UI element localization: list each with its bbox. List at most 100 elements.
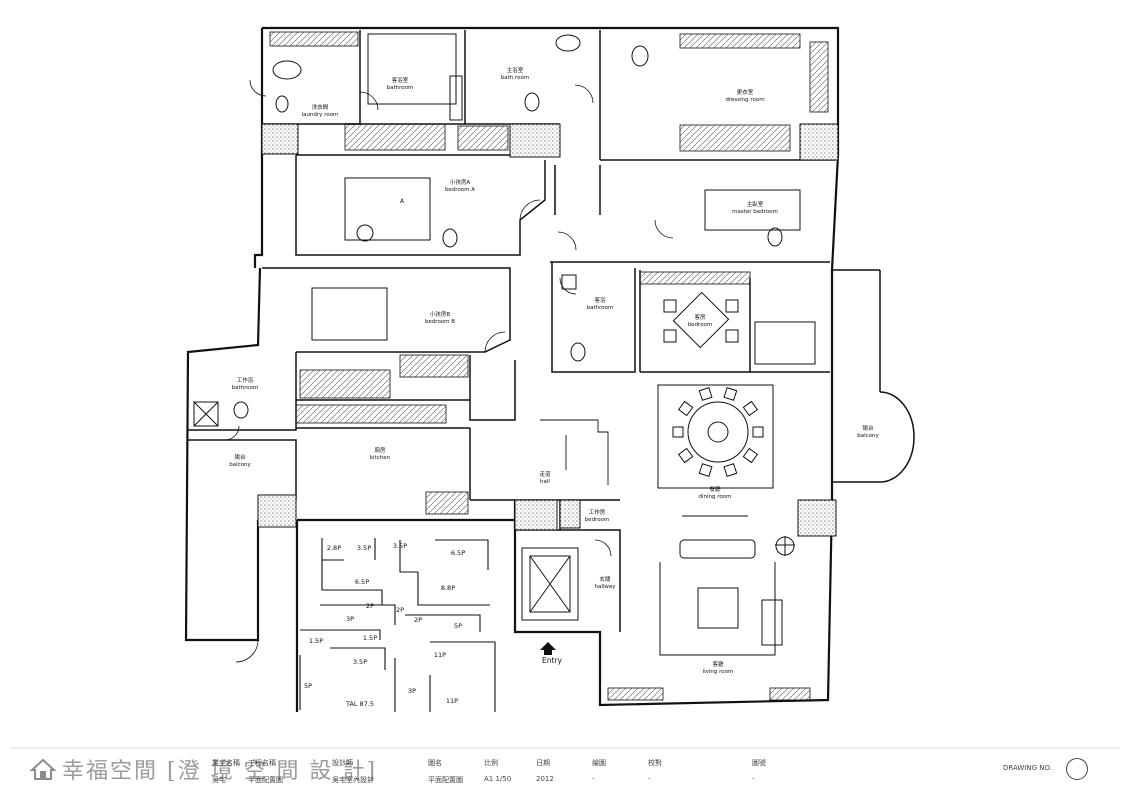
room-label-cn-kitchen: 廚房 xyxy=(374,446,386,454)
room-label-worker-bedroom: bedroom xyxy=(585,517,610,523)
area-cell: 5P xyxy=(304,682,312,690)
title-block-cell: 圖號 - xyxy=(752,758,766,783)
room-label-bedroom-a: bedroom A xyxy=(445,187,475,193)
area-cell: 3.5P xyxy=(357,544,371,552)
room-label-bedroom-c: bedroom xyxy=(688,322,713,328)
dining-chair xyxy=(677,447,694,464)
room-label-cn-dressing-room: 更衣室 xyxy=(737,88,754,96)
hall-partitions xyxy=(540,419,609,485)
title-block-label: 圖號 xyxy=(752,759,766,767)
room-label-cn-dining-room: 餐廳 xyxy=(709,485,721,493)
room-label-bathroom-4: bathroom xyxy=(232,385,259,391)
title-block-cell: 工程名稱平面配置圖 xyxy=(248,758,283,785)
beds xyxy=(311,33,816,365)
title-block-value: - xyxy=(752,775,755,783)
room-label-bedroom-b: bedroom B xyxy=(425,319,455,325)
title-block-label: 圖名 xyxy=(428,759,442,767)
room-label-kitchen: kitchen xyxy=(370,455,391,461)
wall-hatching xyxy=(257,123,839,537)
dining-chair xyxy=(742,400,759,417)
title-block-value: 吳宅室內設計 xyxy=(332,776,374,784)
area-cell: 5P xyxy=(454,622,462,630)
dining-table xyxy=(657,384,774,489)
doors xyxy=(224,79,674,663)
room-label-cn-hall: 走道 xyxy=(539,470,551,478)
area-cell: 6.5P xyxy=(451,549,465,557)
room-label-cn-worker-bedroom: 工作房 xyxy=(589,508,606,516)
room-label-cn-hallway: 玄關 xyxy=(599,575,611,583)
living-room-furniture xyxy=(659,515,795,656)
room-label-living-room: living room xyxy=(703,669,734,675)
area-cell: 2P xyxy=(414,616,422,624)
room-label-cn-bathroom-4: 工作浴 xyxy=(237,376,254,384)
bedroom-table xyxy=(663,291,739,349)
hallway-cabinet xyxy=(521,547,579,621)
room-label-cn-master-bedroom: 主臥室 xyxy=(747,200,764,208)
room-label-balcony-right: balcony xyxy=(857,433,879,439)
title-block-cell: 繪圖 - xyxy=(592,758,606,783)
title-block-cell: 校對 - xyxy=(648,758,662,783)
room-label-laundry-room: laundry room xyxy=(302,112,339,118)
title-block-value: - xyxy=(648,775,651,783)
area-cell: 1.5P xyxy=(363,634,377,642)
title-block-label: 比例 xyxy=(484,759,498,767)
right-balcony xyxy=(832,269,915,483)
room-label-cn-bedroom-a: 小孩房A xyxy=(450,178,471,186)
dining-chair xyxy=(752,426,764,438)
room-label-balcony-left: balcony xyxy=(229,462,251,468)
room-label-hallway: hallway xyxy=(594,584,616,590)
title-block-value: A1 1/50 xyxy=(484,775,512,783)
dining-chair xyxy=(672,426,684,438)
title-block-value: 吳宅 xyxy=(212,776,226,784)
area-cell: 2P xyxy=(396,606,404,614)
room-label-cn-laundry-room: 洗衣間 xyxy=(312,103,329,111)
bed-label-a: A xyxy=(400,198,405,205)
dining-chair xyxy=(742,447,759,464)
title-block-value: - xyxy=(592,775,595,783)
area-cell: 11P xyxy=(446,697,458,705)
area-table-grid xyxy=(299,538,496,712)
room-label-bathroom-1: bathroom xyxy=(387,85,414,91)
area-cell: 2.8P xyxy=(327,544,341,552)
room-label-dressing-room: dressing room xyxy=(725,97,764,103)
room-label-cn-bedroom-b: 小孩房B xyxy=(430,310,451,318)
sheet-number-circle xyxy=(1066,758,1088,780)
area-cell: 6.5P xyxy=(355,578,369,586)
area-cell: 8.8P xyxy=(441,584,455,592)
room-label-bathroom-2: bath room xyxy=(501,75,529,81)
room-label-dining-room: dining room xyxy=(699,494,732,500)
room-label-bathroom-3: bathroom xyxy=(587,305,614,311)
title-block-value: 平面配置圖 xyxy=(248,776,283,784)
entry-arrow-icon xyxy=(540,642,556,655)
area-cell: 3P xyxy=(408,687,416,695)
dining-chair xyxy=(723,387,738,401)
title-block-cell: 業主名稱吳宅 xyxy=(212,758,240,785)
area-cell: 3.5P xyxy=(393,542,407,550)
title-block-label: 校對 xyxy=(648,759,662,767)
area-cell: 3P xyxy=(346,615,354,623)
room-label-cn-bedroom-c: 客房 xyxy=(694,313,706,321)
room-label-cn-bathroom-1: 客浴室 xyxy=(392,76,409,84)
title-block-cell: 比例 A1 1/50 xyxy=(484,758,511,783)
room-label-master-bedroom: master bedroom xyxy=(732,209,778,215)
cabinets xyxy=(269,31,829,701)
title-block-label: 繪圖 xyxy=(592,759,606,767)
area-total: TAL 87.5 xyxy=(345,700,374,708)
title-block-label: 設計師 xyxy=(332,759,353,767)
title-block-label: 業主名稱 xyxy=(212,759,240,767)
room-label-cn-living-room: 客廳 xyxy=(712,660,724,668)
house-logo-icon xyxy=(30,758,56,780)
title-block-label: 工程名稱 xyxy=(248,759,276,767)
room-label-cn-bathroom-3: 客浴 xyxy=(594,296,606,304)
room-label-cn-bathroom-2: 主浴室 xyxy=(507,66,524,74)
room-label-cn-balcony-right: 陽台 xyxy=(862,424,874,432)
watermark-text: 幸福空間 [澄 境 空 間 設 計] xyxy=(62,759,378,784)
area-cell: 1.5P xyxy=(309,637,323,645)
title-block-value: 平面配置圖 xyxy=(428,776,463,784)
